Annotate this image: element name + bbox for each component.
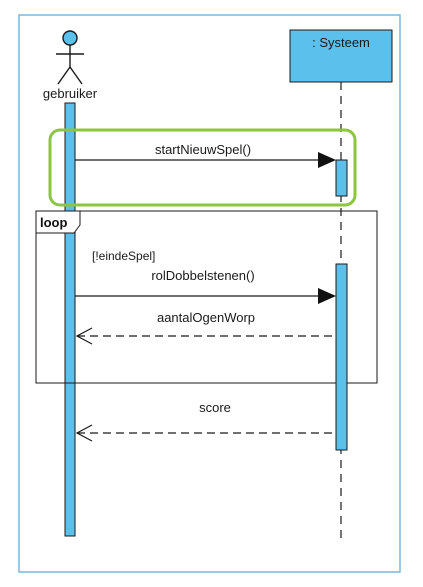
actor-activation-bar <box>64 102 76 537</box>
loop-guard: [!eindeSpel] <box>92 249 155 263</box>
loop-tag <box>35 210 81 234</box>
actor-icon <box>56 30 84 85</box>
arrowhead-open-icon <box>75 327 93 345</box>
loop-operator: loop <box>40 215 67 230</box>
object-box <box>289 29 393 83</box>
message-label-aantalogenworp: aantalOgenWorp <box>157 310 255 325</box>
object-activation-bar-1 <box>335 159 348 197</box>
arrowhead-filled-icon <box>318 152 336 168</box>
highlight-box <box>48 128 357 207</box>
message-label-score: score <box>199 400 231 415</box>
actor-label: gebruiker <box>43 86 98 101</box>
object-activation-bar-2 <box>335 263 348 451</box>
arrowhead-open-icon <box>75 424 93 442</box>
object-label: : Systeem <box>312 35 370 50</box>
loop-frame <box>35 210 378 384</box>
arrowhead-filled-icon <box>318 288 336 304</box>
message-label-startnieuwspel: startNieuwSpel() <box>155 142 251 157</box>
message-label-roldobbelstenen: rolDobbelstenen() <box>151 268 254 283</box>
